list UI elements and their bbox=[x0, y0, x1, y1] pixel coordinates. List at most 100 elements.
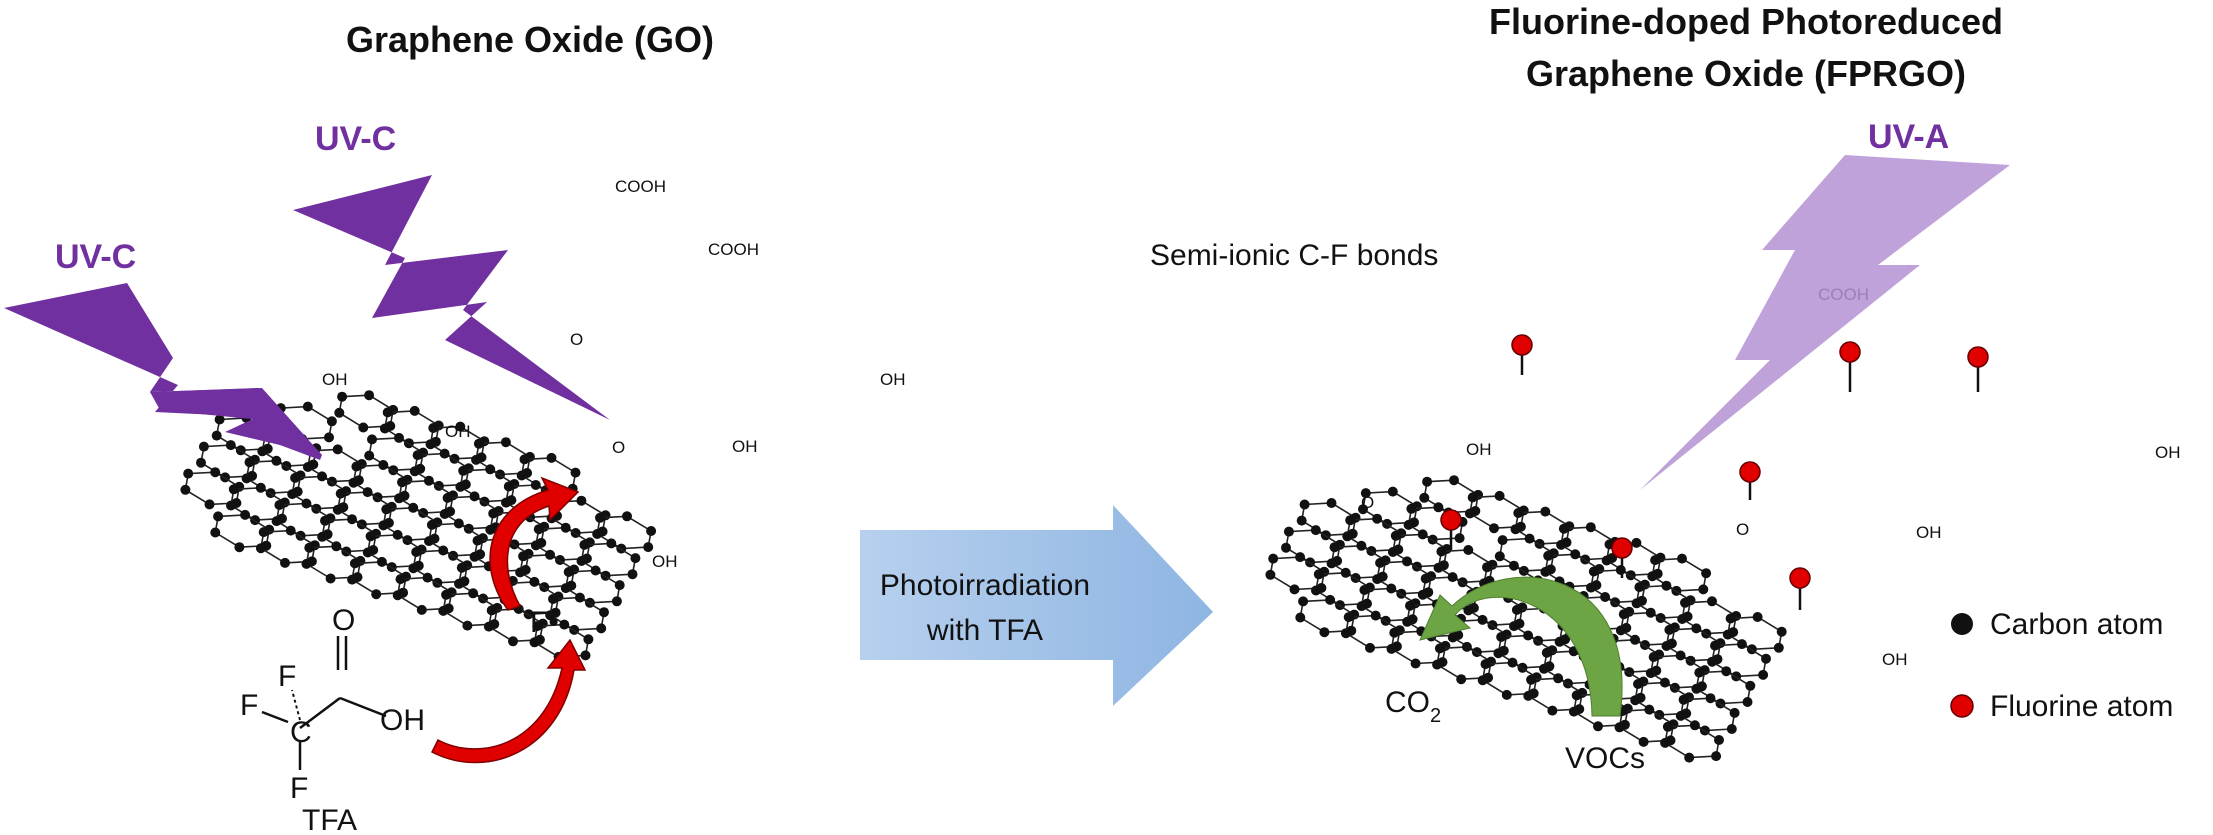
fprgo-carbon-atom bbox=[1356, 540, 1367, 551]
fprgo-carbon-atom bbox=[1644, 704, 1655, 715]
go-carbon-atom bbox=[213, 511, 224, 522]
go-carbon-atom bbox=[371, 589, 382, 600]
tfa-oh: OH bbox=[380, 704, 425, 737]
go-carbon-atom bbox=[428, 423, 439, 433]
fprgo-carbon-atom bbox=[1326, 558, 1337, 569]
go-carbon-atom bbox=[244, 457, 255, 468]
fprgo-carbon-atom bbox=[1588, 566, 1599, 577]
fprgo-carbon-atom bbox=[1372, 574, 1383, 585]
go-carbon-atom bbox=[392, 529, 403, 540]
fprgo-carbon-atom bbox=[1726, 724, 1737, 734]
fprgo-carbon-atom bbox=[1615, 625, 1626, 636]
fluorine-atom bbox=[1611, 537, 1633, 559]
go-carbon-atom bbox=[325, 573, 336, 584]
fprgo-title-line1: Fluorine-doped Photoreduced bbox=[1489, 1, 2003, 42]
fprgo-carbon-atom bbox=[1650, 555, 1661, 566]
fprgo-carbon-atom bbox=[1477, 614, 1488, 625]
fprgo-carbon-atom bbox=[1729, 707, 1740, 718]
fprgo-carbon-atom bbox=[1509, 621, 1519, 632]
fprgo-carbon-atom bbox=[1493, 648, 1504, 659]
fprgo-carbon-atom bbox=[1725, 613, 1736, 624]
go-carbon-atom bbox=[240, 509, 251, 520]
fprgo-carbon-atom bbox=[1634, 582, 1645, 593]
go-carbon-atom bbox=[546, 452, 557, 463]
go-carbon-atom bbox=[574, 592, 585, 603]
go-carbon-atom bbox=[409, 466, 420, 477]
fprgo-carbon-atom bbox=[1648, 652, 1659, 662]
go-carbon-atom bbox=[508, 636, 518, 647]
fprgo-carbon-atom bbox=[1436, 546, 1447, 557]
fprgo-carbon-atom bbox=[1329, 542, 1340, 553]
fprgo-carbon-atom bbox=[1541, 647, 1552, 658]
fprgo-carbon-atom bbox=[1630, 634, 1640, 645]
go-carbon-atom bbox=[483, 621, 494, 632]
fprgo-carbon-atom bbox=[1645, 668, 1656, 679]
go-carbon-atom bbox=[563, 567, 574, 577]
fprgo-carbon-atom bbox=[1313, 569, 1324, 580]
fprgo-carbon-atom bbox=[1776, 626, 1787, 637]
fprgo-carbon-atom bbox=[1386, 643, 1397, 654]
fprgo-carbon-atom bbox=[1433, 502, 1444, 513]
go-carbon-atom bbox=[583, 634, 594, 645]
fprgo-carbon-atom bbox=[1295, 552, 1306, 563]
fprgo-carbon-atom bbox=[1406, 503, 1417, 514]
go-carbon-atom bbox=[211, 430, 222, 441]
go-carbon-atom bbox=[392, 590, 403, 601]
fprgo-carbon-atom bbox=[1659, 677, 1670, 688]
go-carbon-atom bbox=[324, 432, 334, 443]
fprgo-carbon-atom bbox=[1375, 557, 1386, 568]
fprgo-carbon-atom bbox=[1543, 550, 1554, 561]
legend: Carbon atom Fluorine atom bbox=[1950, 608, 2173, 723]
go-carbon-atom bbox=[471, 454, 482, 465]
fprgo-carbon-atom bbox=[1447, 632, 1458, 643]
process-arrow-line1: Photoirradiation bbox=[880, 569, 1090, 602]
fprgo-carbon-atom bbox=[1694, 667, 1705, 678]
go-carbon-atom bbox=[606, 538, 617, 549]
fprgo-carbon-atom bbox=[1661, 580, 1672, 591]
fprgo-carbon-atom bbox=[1571, 690, 1582, 701]
go-carbon-atom bbox=[599, 607, 609, 618]
fprgo-carbon-atom bbox=[1417, 589, 1428, 600]
go-carbon-atom bbox=[532, 621, 543, 632]
cooh-label-1: COOH bbox=[615, 177, 666, 196]
epoxide-label-4: O bbox=[1361, 493, 1374, 512]
go-carbon-atom bbox=[442, 492, 453, 503]
go-carbon-atom bbox=[226, 500, 236, 511]
epoxide-label-5: O bbox=[1736, 520, 1749, 539]
fprgo-carbon-atom bbox=[1664, 624, 1675, 635]
go-carbon-atom bbox=[196, 457, 206, 468]
go-carbon-atom bbox=[458, 465, 469, 476]
oh-label-8: OH bbox=[1916, 523, 1942, 542]
fprgo-carbon-atom bbox=[1477, 675, 1488, 686]
fprgo-carbon-atom bbox=[1422, 476, 1433, 487]
go-carbon-atom bbox=[579, 539, 590, 550]
go-carbon-atom bbox=[462, 620, 473, 631]
go-carbon-atom bbox=[382, 407, 393, 418]
go-carbon-atom bbox=[548, 594, 558, 604]
go-carbon-atom bbox=[198, 441, 209, 452]
fprgo-carbon-atom bbox=[1410, 658, 1421, 669]
fprgo-title-line2: Graphene Oxide (FPRGO) bbox=[1526, 53, 1966, 94]
go-carbon-atom bbox=[394, 432, 404, 443]
fluorine-radical-label: F• bbox=[530, 606, 559, 639]
fprgo-carbon-atom bbox=[1319, 627, 1330, 638]
fprgo-carbon-atom bbox=[1714, 735, 1724, 745]
fprgo-carbon-atom bbox=[1511, 604, 1522, 615]
go-carbon-atom bbox=[367, 434, 377, 445]
go-carbon-atom bbox=[533, 524, 544, 535]
go-carbon-atom bbox=[257, 446, 268, 457]
go-carbon-atom bbox=[255, 543, 266, 554]
vocs-label: VOCs bbox=[1565, 742, 1645, 775]
fprgo-carbon-atom bbox=[1419, 492, 1430, 503]
fprgo-carbon-atom bbox=[1678, 694, 1689, 705]
go-carbon-atom bbox=[379, 423, 390, 434]
fprgo-graphene-sheet bbox=[1265, 475, 1787, 763]
go-carbon-atom bbox=[646, 526, 657, 536]
fprgo-carbon-atom bbox=[1513, 508, 1524, 518]
fprgo-carbon-atom bbox=[1340, 628, 1351, 639]
fprgo-carbon-atom bbox=[1710, 640, 1720, 651]
go-carbon-atom bbox=[408, 563, 419, 574]
fluorine-legend-marker bbox=[1950, 694, 1974, 718]
go-carbon-atom bbox=[485, 524, 496, 535]
